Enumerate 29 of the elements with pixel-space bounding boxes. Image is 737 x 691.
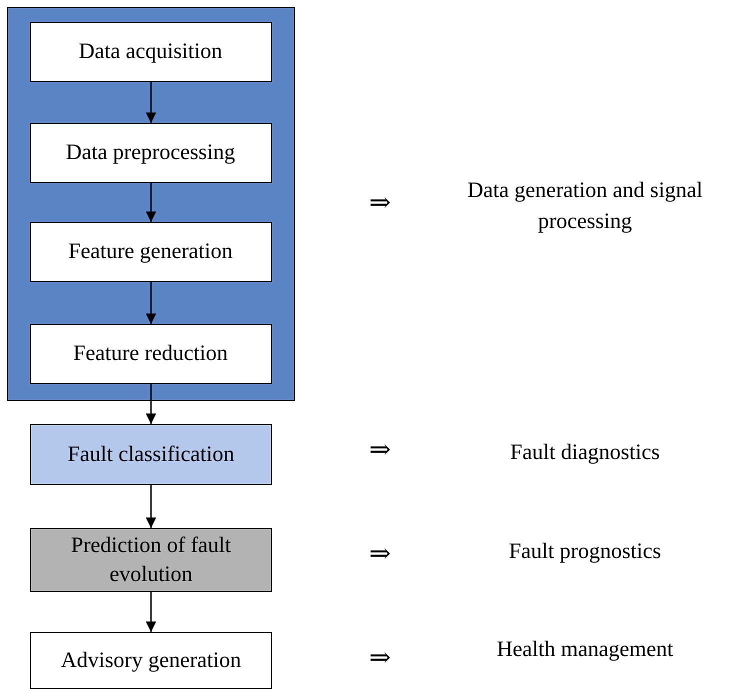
- box-label: Data preprocessing: [64, 138, 236, 166]
- box-label: Feature generation: [67, 237, 234, 266]
- annotation: Fault diagnostics: [509, 438, 661, 466]
- arrow-symbol: ⇒: [368, 434, 392, 466]
- process-box: [30, 22, 272, 82]
- process-box: [30, 528, 272, 592]
- box-label: Data acquisition: [78, 37, 224, 66]
- arrow-symbol: ⇒: [368, 538, 392, 570]
- process-box: [30, 122, 272, 182]
- box-label: Prediction of fault evolution: [70, 531, 232, 588]
- process-box: [30, 424, 272, 485]
- process-box: [30, 324, 272, 384]
- annotation: Data generation and signal processing: [466, 176, 704, 235]
- arrow-symbol: ⇒: [368, 187, 392, 219]
- arrow: [146, 82, 156, 123]
- arrow-symbol: ⇒: [368, 642, 392, 674]
- box-label: Fault classification: [66, 440, 236, 468]
- process-box: [30, 632, 272, 689]
- annotation: Health management: [496, 635, 674, 663]
- arrow: [146, 384, 156, 424]
- process-box: [30, 222, 272, 282]
- arrow: [146, 183, 156, 222]
- arrow: [146, 485, 156, 528]
- arrow: [146, 282, 156, 324]
- box-label: Advisory generation: [60, 646, 242, 674]
- group-panel: [7, 7, 295, 401]
- annotation: Fault prognostics: [508, 537, 662, 565]
- box-label: Feature reduction: [72, 339, 229, 368]
- arrow: [146, 592, 156, 632]
